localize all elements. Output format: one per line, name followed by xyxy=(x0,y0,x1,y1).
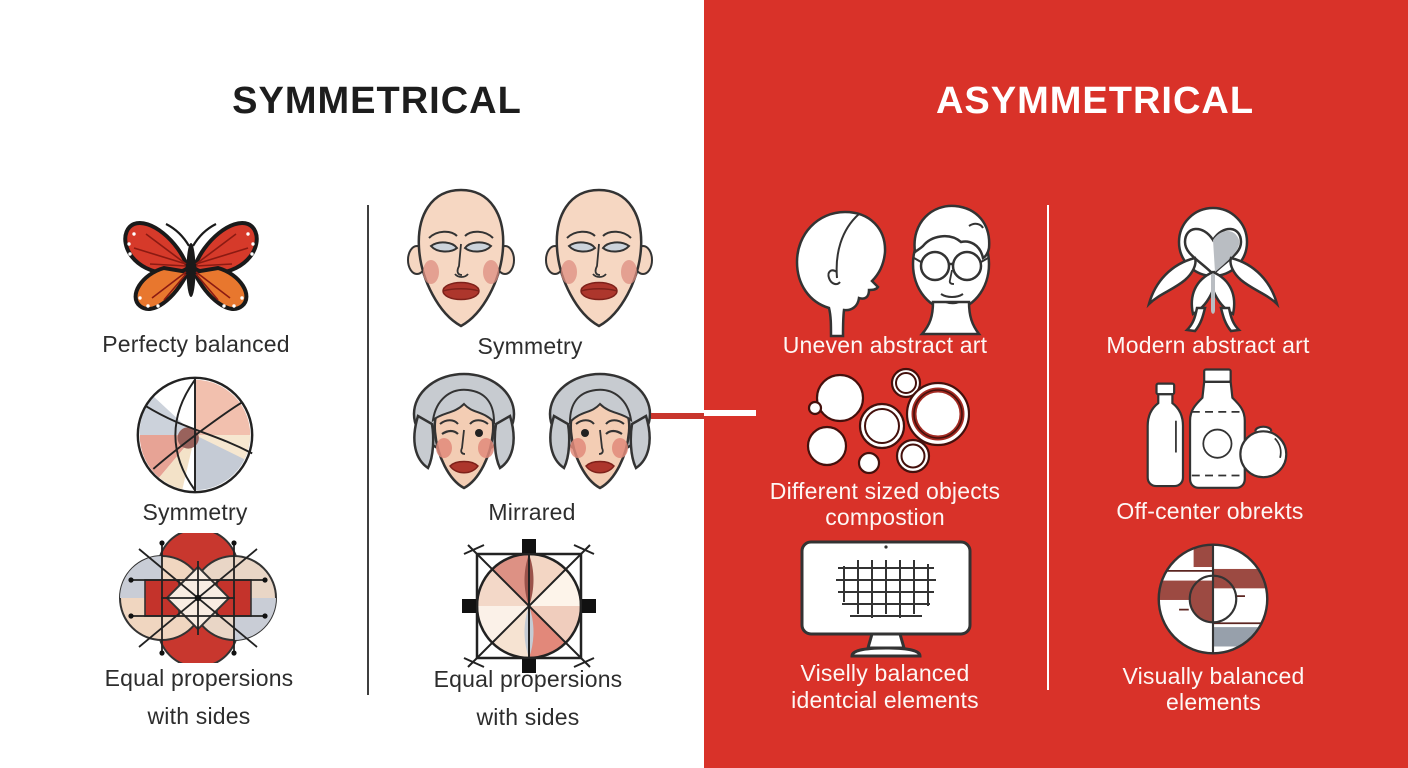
item-label: Off-center obrekts xyxy=(1116,498,1304,524)
item-label: Viselly balanced xyxy=(800,660,970,686)
bottles-icon xyxy=(1146,368,1288,489)
geometric-mandala-icon xyxy=(119,533,277,663)
item-label: identcial elements xyxy=(791,687,979,713)
item-label: Perfecty balanced xyxy=(102,331,290,357)
mirrored-faces-icon xyxy=(412,372,652,490)
abstract-flower-icon xyxy=(1146,206,1280,333)
profile-heads-icon xyxy=(795,204,991,338)
item-label: Symmetry xyxy=(477,333,583,359)
circles-cluster-icon xyxy=(806,367,970,475)
symmetrical-panel: SYMMETRICAL xyxy=(102,80,654,730)
butterfly-icon xyxy=(123,221,259,311)
asymmetrical-title: ASYMMETRICAL xyxy=(935,80,1255,122)
connector-line-white xyxy=(704,410,756,416)
connector-line-red xyxy=(651,413,704,419)
item-label: with sides xyxy=(476,704,580,730)
item-label: with sides xyxy=(147,703,251,729)
item-label: Equal propersions xyxy=(104,665,294,691)
item-label: Mirrared xyxy=(488,499,576,525)
segmented-circle-icon xyxy=(136,376,254,494)
circle-selection-icon xyxy=(462,539,596,673)
asymmetrical-panel: ASYMMETRICAL Uneven abstract art xyxy=(704,0,1408,768)
left-column-divider xyxy=(367,205,369,695)
banded-circle-icon xyxy=(1157,543,1269,655)
item-label: Different sized objects xyxy=(769,478,1001,504)
twin-faces-icon xyxy=(406,188,654,328)
monitor-grid-icon xyxy=(800,540,972,658)
item-label: Modern abstract art xyxy=(1106,332,1310,358)
item-label: Uneven abstract art xyxy=(782,332,988,358)
item-label: compostion xyxy=(825,504,945,530)
item-label: Equal propersions xyxy=(433,666,623,692)
item-label: Symmetry xyxy=(142,499,248,525)
right-column-divider xyxy=(1047,205,1049,690)
item-label: Visually balanced xyxy=(1122,663,1305,689)
symmetrical-title: SYMMETRICAL xyxy=(232,80,522,122)
item-label: elements xyxy=(1166,689,1261,715)
